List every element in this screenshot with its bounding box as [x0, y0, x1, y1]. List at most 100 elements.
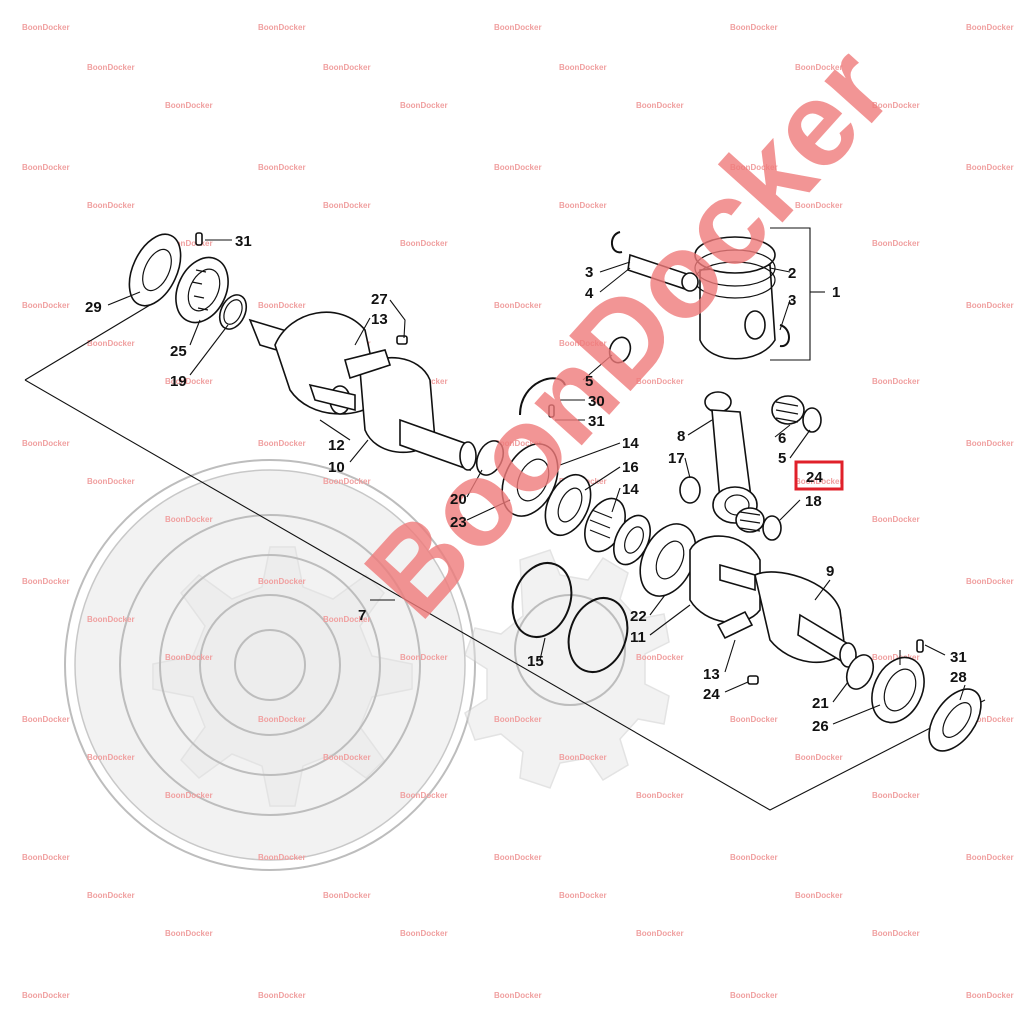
boondocker-watermark-small: BoonDocker: [22, 577, 70, 586]
boondocker-watermark-small: BoonDocker: [795, 201, 843, 210]
callout-6[interactable]: 6: [778, 430, 786, 447]
callout-8[interactable]: 8: [677, 428, 685, 445]
boondocker-watermark-small: BoonDocker: [258, 301, 306, 310]
boondocker-watermark-small: BoonDocker: [323, 615, 371, 624]
boondocker-watermark-small: BoonDocker: [559, 753, 607, 762]
callout-31-right[interactable]: 31: [950, 649, 967, 666]
callout-24-bottom[interactable]: 24: [703, 686, 720, 703]
ring-20-part: [475, 440, 505, 476]
boondocker-watermark-small: BoonDocker: [730, 715, 778, 724]
callout-5-top[interactable]: 5: [585, 373, 593, 390]
washer-17-part: [679, 476, 701, 504]
boondocker-watermark-small: BoonDocker: [559, 339, 607, 348]
boondocker-watermark-small: BoonDocker: [966, 577, 1014, 586]
callout-3-left[interactable]: 3: [585, 264, 593, 281]
boondocker-watermark-small: BoonDocker: [494, 853, 542, 862]
callout-16[interactable]: 16: [622, 459, 639, 476]
piston-1-part: [694, 236, 776, 360]
connecting-rod-8-part: [704, 391, 758, 524]
callout-3-right[interactable]: 3: [788, 292, 796, 309]
boondocker-watermark-small: BoonDocker: [872, 239, 920, 248]
boondocker-watermark-small: BoonDocker: [730, 163, 778, 172]
boondocker-watermark-small: BoonDocker: [165, 929, 213, 938]
needle-bearing-24-part: [735, 507, 765, 533]
boondocker-watermark-small: BoonDocker: [494, 163, 542, 172]
callout-13-bottom[interactable]: 13: [703, 666, 720, 683]
callout-14-bottom[interactable]: 14: [622, 481, 639, 498]
boondocker-watermark-small: BoonDocker: [22, 715, 70, 724]
callout-14-top[interactable]: 14: [622, 435, 639, 452]
boondocker-watermark-small: BoonDocker: [258, 23, 306, 32]
boondocker-watermark-small: BoonDocker: [87, 339, 135, 348]
needle-bearing-6-part: [771, 395, 805, 425]
callout-22[interactable]: 22: [630, 608, 647, 625]
callout-24-highlighted[interactable]: 24: [806, 469, 823, 486]
boondocker-watermark-small: BoonDocker: [323, 201, 371, 210]
boondocker-watermark-small: BoonDocker: [165, 377, 213, 386]
callout-1[interactable]: 1: [832, 284, 840, 301]
seal-28-part: [928, 688, 982, 752]
boondocker-watermark-small: BoonDocker: [400, 791, 448, 800]
callout-29[interactable]: 29: [85, 299, 102, 316]
callout-31-middle[interactable]: 31: [588, 413, 605, 430]
boondocker-watermark-small: BoonDocker: [87, 477, 135, 486]
callout-13-top[interactable]: 13: [371, 311, 388, 328]
callout-10[interactable]: 10: [328, 459, 345, 476]
boondocker-watermark-small: BoonDocker: [494, 715, 542, 724]
callout-20[interactable]: 20: [450, 491, 467, 508]
callout-9[interactable]: 9: [826, 563, 834, 580]
boondocker-watermark-small: BoonDocker: [258, 853, 306, 862]
boondocker-watermark-small: BoonDocker: [795, 63, 843, 72]
callout-5-right[interactable]: 5: [778, 450, 786, 467]
callout-12[interactable]: 12: [328, 437, 345, 454]
boondocker-watermark-small: BoonDocker: [872, 101, 920, 110]
callout-25[interactable]: 25: [170, 343, 187, 360]
callout-15[interactable]: 15: [527, 653, 544, 670]
boondocker-watermark-small: BoonDocker: [165, 791, 213, 800]
boondocker-watermark-small: BoonDocker: [400, 653, 448, 662]
boondocker-watermark-small: BoonDocker: [323, 63, 371, 72]
callout-17[interactable]: 17: [668, 450, 685, 467]
callout-21[interactable]: 21: [812, 695, 829, 712]
callout-30[interactable]: 30: [588, 393, 605, 410]
callout-31-top-left[interactable]: 31: [235, 233, 252, 250]
callout-4[interactable]: 4: [585, 285, 594, 302]
boondocker-watermark-small: BoonDocker: [323, 753, 371, 762]
boondocker-watermark-small: BoonDocker: [872, 791, 920, 800]
boondocker-watermark-small: BoonDocker: [636, 377, 684, 386]
boondocker-watermark-small: BoonDocker: [258, 577, 306, 586]
boondocker-watermark-small: BoonDocker: [872, 653, 920, 662]
boondocker-watermark-small: BoonDocker: [87, 891, 135, 900]
boondocker-watermark-small: BoonDocker: [323, 477, 371, 486]
boondocker-watermark-small: BoonDocker: [494, 991, 542, 1000]
boondocker-watermark-small: BoonDocker: [258, 991, 306, 1000]
callout-11[interactable]: 11: [630, 629, 646, 646]
callout-7[interactable]: 7: [358, 607, 366, 624]
callout-28[interactable]: 28: [950, 669, 967, 686]
boondocker-watermark-small: BoonDocker: [966, 301, 1014, 310]
callout-27[interactable]: 27: [371, 291, 388, 308]
callout-18[interactable]: 18: [805, 493, 822, 510]
boondocker-watermark-small: BoonDocker: [87, 753, 135, 762]
boondocker-watermark-small: BoonDocker: [22, 991, 70, 1000]
washer-18-part: [762, 515, 782, 541]
boondocker-watermark-small: BoonDocker: [872, 515, 920, 524]
boondocker-watermark-small: BoonDocker: [87, 63, 135, 72]
assembly-outline-7: [24, 304, 986, 811]
boondocker-watermark-small: BoonDocker: [730, 23, 778, 32]
pin-31-top-left-part: [195, 232, 203, 246]
boondocker-watermark-small: BoonDocker: [400, 239, 448, 248]
callout-23[interactable]: 23: [450, 514, 467, 531]
boondocker-watermark-small: BoonDocker: [636, 101, 684, 110]
circlips-15-part: [511, 562, 629, 673]
boondocker-watermark-small: BoonDocker: [258, 715, 306, 724]
boondocker-watermark-small: BoonDocker: [165, 239, 213, 248]
callout-2[interactable]: 2: [788, 265, 796, 282]
boondocker-watermark-small: BoonDocker: [795, 891, 843, 900]
callout-19[interactable]: 19: [170, 373, 187, 390]
callout-26[interactable]: 26: [812, 718, 829, 735]
boondocker-watermark-small: BoonDocker: [87, 201, 135, 210]
boondocker-watermark-small: BoonDocker: [165, 515, 213, 524]
bearing-25-part: [175, 256, 229, 324]
